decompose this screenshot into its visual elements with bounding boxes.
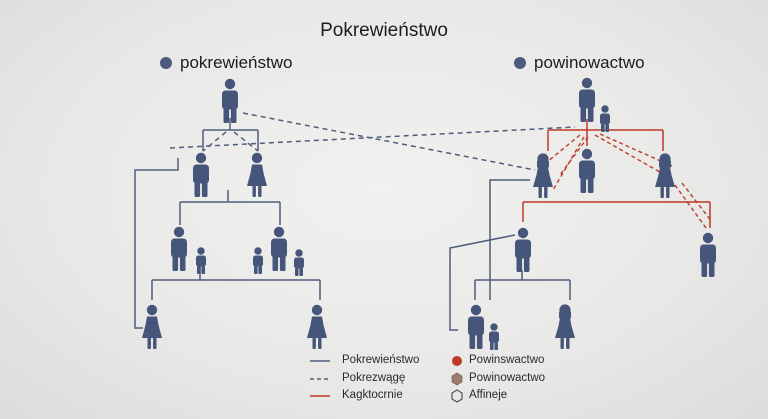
child-icon xyxy=(196,247,206,274)
legend-item: Affineje xyxy=(469,389,508,401)
line-generation-1 xyxy=(202,118,259,151)
red-circle-icon xyxy=(452,356,462,366)
legend-symbols xyxy=(310,356,463,403)
dashed-lines-left xyxy=(169,112,576,171)
affinity-dash-6 xyxy=(674,184,707,229)
legend-item: Powinswactwo xyxy=(469,354,545,366)
child-icon xyxy=(600,105,610,132)
person-icon xyxy=(307,304,327,349)
legend-item: Pokrewieństwo xyxy=(342,354,420,366)
person-icon xyxy=(247,152,267,197)
person-icon xyxy=(468,304,484,349)
diagram-title: Pokrewieństwo xyxy=(320,20,448,41)
line-right-children xyxy=(474,270,571,300)
circle-dot-icon xyxy=(160,57,172,69)
affinity-dash-2 xyxy=(552,136,585,191)
person-icon xyxy=(222,78,238,123)
dashed-link-b xyxy=(233,131,259,152)
child-icon xyxy=(253,247,263,274)
child-icon xyxy=(294,249,304,276)
person-icon xyxy=(579,148,595,193)
legend-item: Powinowactwo xyxy=(469,372,546,384)
dashed-link-a xyxy=(202,131,227,152)
person-icon xyxy=(271,226,287,271)
dashed-cross-link-2 xyxy=(169,126,576,149)
legend-item: Kagktocrnie xyxy=(342,389,403,401)
line-generation-2 xyxy=(179,190,281,225)
figures-right xyxy=(468,77,716,350)
person-icon xyxy=(193,152,209,197)
person-icon xyxy=(515,227,531,272)
person-icon xyxy=(700,232,716,277)
affinity-dash-1 xyxy=(546,134,581,163)
affinity-dash-3 xyxy=(594,134,666,176)
dashed-cross-link-1 xyxy=(242,112,536,171)
person-icon xyxy=(555,304,575,349)
blood-lines-right xyxy=(449,179,571,331)
section-label-right: powinowactwo xyxy=(514,53,645,73)
affinity-dash-5 xyxy=(559,136,589,176)
hexagon-outline-icon xyxy=(451,389,463,403)
affinity-dash-7 xyxy=(681,182,713,223)
hexagon-icon xyxy=(451,372,463,386)
section-left-text: pokrewieństwo xyxy=(180,53,293,72)
circle-dot-icon xyxy=(514,57,526,69)
section-right-text: powinowactwo xyxy=(534,53,645,72)
person-icon xyxy=(533,153,553,198)
line-right-branch xyxy=(489,179,530,300)
child-icon xyxy=(489,323,499,350)
person-icon xyxy=(579,77,595,122)
blood-lines-left xyxy=(134,118,321,329)
affinity-dashed-lines xyxy=(546,133,713,229)
affinity-top-drops xyxy=(547,119,664,151)
person-icon xyxy=(142,304,162,349)
person-icon xyxy=(171,226,187,271)
line-left-branch xyxy=(134,158,179,329)
affinity-lines xyxy=(522,119,711,228)
figures-left xyxy=(142,78,327,349)
affinity-second-bar xyxy=(522,201,711,228)
line-right-outer xyxy=(449,234,516,331)
legend-item: Pokrezwągę xyxy=(342,372,406,384)
section-label-left: pokrewieństwo xyxy=(160,53,292,73)
